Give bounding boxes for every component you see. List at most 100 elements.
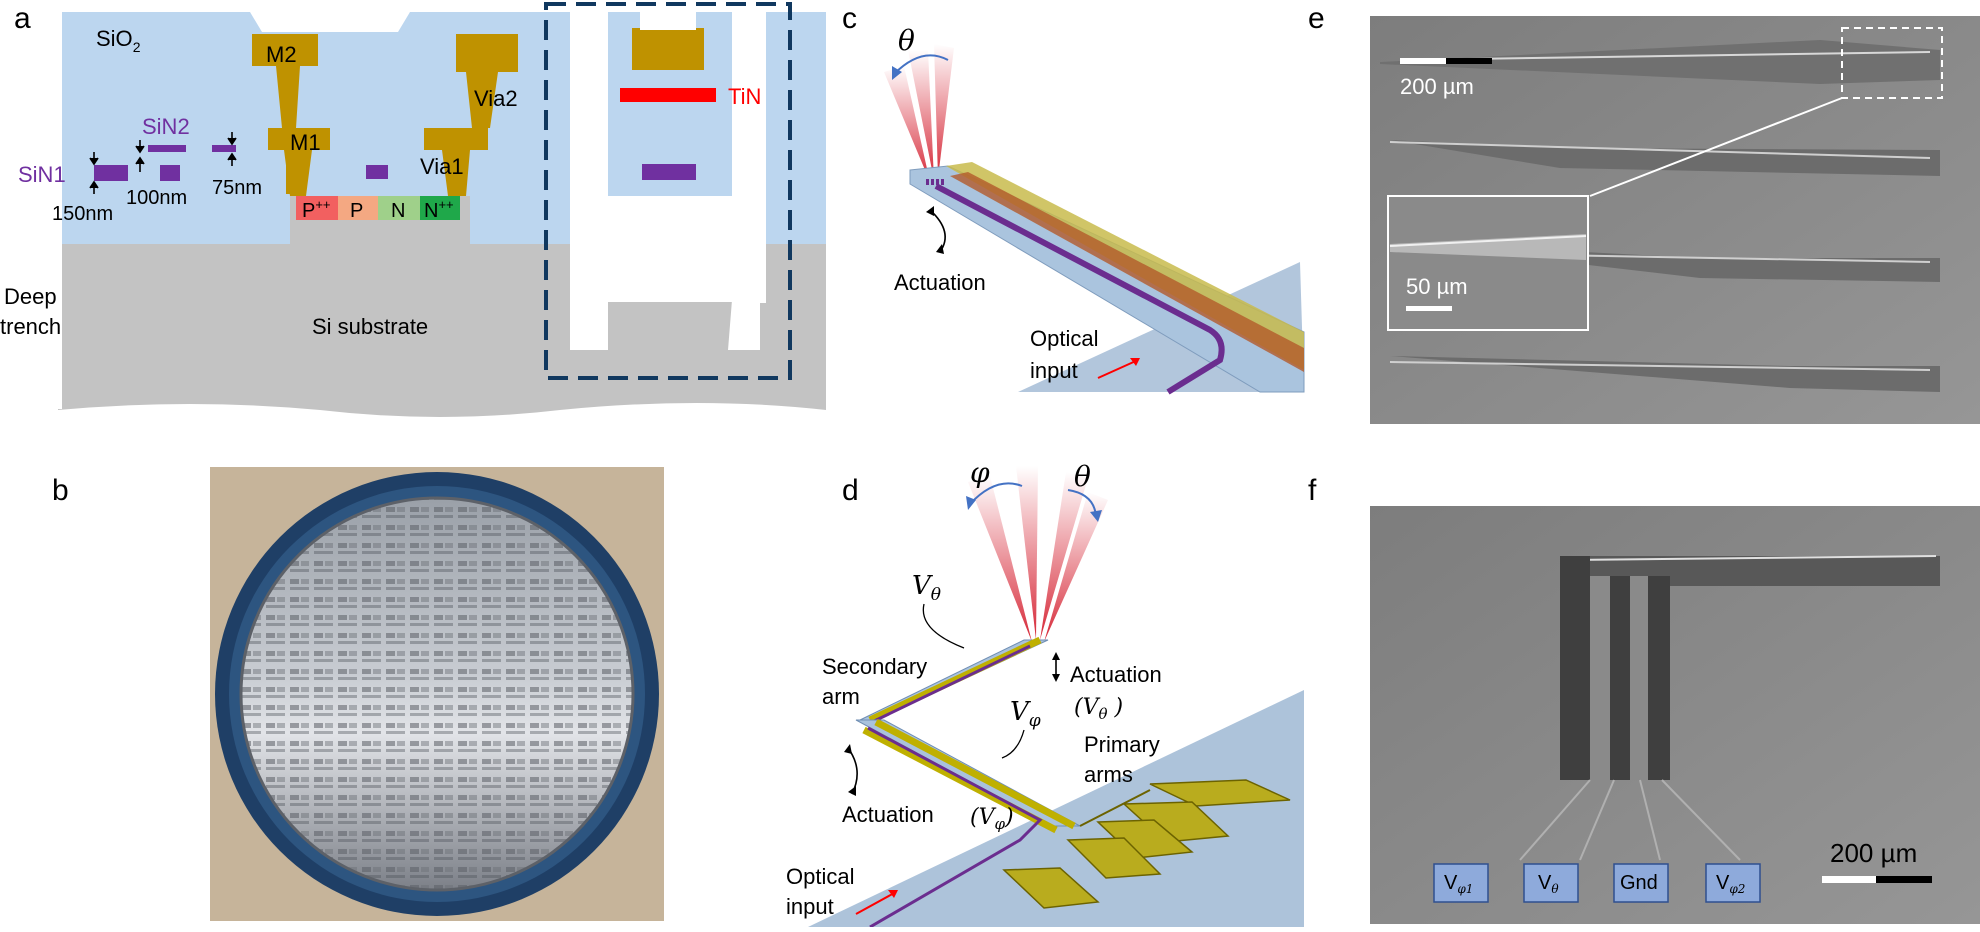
trench-box-sin bbox=[642, 164, 696, 180]
v-phi-leader bbox=[1001, 729, 1025, 759]
v-theta-label: Vθ bbox=[912, 571, 941, 605]
substrate-label: Si substrate bbox=[312, 314, 428, 339]
metal-m2-stack bbox=[252, 34, 318, 194]
actuation-bottom-param: (Vφ) bbox=[970, 805, 1014, 833]
p-plus-plus-label: P++ bbox=[302, 197, 331, 222]
sin1-label: SiN1 bbox=[18, 162, 66, 187]
svg-text:Gnd: Gnd bbox=[1620, 872, 1658, 894]
v-theta-leader bbox=[922, 603, 965, 649]
input-label-c: input bbox=[1030, 358, 1078, 383]
metal-via2-stack bbox=[456, 34, 518, 128]
scale-label-inset: 50 µm bbox=[1406, 274, 1468, 299]
wafer-dies bbox=[241, 498, 633, 890]
p-label: P bbox=[350, 200, 363, 222]
panel-c: c θ Actuation Optical input bbox=[842, 2, 1305, 395]
dim-150nm: 150nm bbox=[52, 203, 113, 225]
scale-bar-f-black bbox=[1876, 876, 1932, 883]
sin1-waveguide bbox=[94, 165, 128, 181]
scale-label-e: 200 µm bbox=[1400, 74, 1474, 99]
substrate-plane-d bbox=[808, 690, 1304, 927]
p-plus-plus-region bbox=[296, 196, 338, 220]
input-label-d: input bbox=[786, 894, 834, 919]
actuation-bottom-label: Actuation bbox=[842, 802, 934, 827]
sin2-waveguide-upper bbox=[148, 145, 186, 152]
trench-box-cavity bbox=[570, 12, 766, 352]
sem-inset-highlight bbox=[1389, 235, 1587, 247]
panel-letter-b: b bbox=[52, 474, 69, 507]
sin-waveguide-mid bbox=[366, 165, 388, 179]
pad-vtheta: Vθ bbox=[1523, 863, 1579, 903]
optical-label-d: Optical bbox=[786, 864, 854, 889]
sem-zoom-box-e bbox=[1841, 27, 1943, 99]
sem-inset-beam bbox=[1390, 234, 1586, 260]
actuation-label-c: Actuation bbox=[894, 270, 986, 295]
m2-label: M2 bbox=[266, 42, 297, 67]
pad-gnd: Gnd bbox=[1613, 863, 1669, 903]
dim-100nm: 100nm bbox=[126, 187, 187, 209]
phi-label: φ bbox=[970, 456, 990, 489]
svg-text:Vφ1: Vφ1 bbox=[1444, 872, 1473, 896]
panel-letter-e: e bbox=[1308, 2, 1325, 35]
panel-a: a TiN bbox=[0, 2, 826, 417]
dim-75nm: 75nm bbox=[212, 177, 262, 199]
arms-label: arms bbox=[1084, 762, 1133, 787]
sin2-waveguide-lower bbox=[160, 165, 180, 181]
cantilever-heater bbox=[950, 172, 1304, 372]
deep-label: Deep bbox=[4, 284, 57, 309]
scale-bar-e-black bbox=[1446, 58, 1492, 64]
dimension-arrows bbox=[89, 132, 237, 194]
trench-box-void bbox=[608, 196, 732, 302]
panel-d: d φ θ Vθ bbox=[786, 456, 1304, 929]
primary-arm-metal-1 bbox=[874, 718, 1076, 830]
n-plus-plus-region bbox=[420, 196, 460, 220]
trench-box-metal bbox=[632, 28, 704, 70]
sin2-label: SiN2 bbox=[142, 114, 190, 139]
primary-label: Primary bbox=[1084, 732, 1160, 757]
panel-e: e 200 µm 50 µm bbox=[1308, 2, 1980, 424]
primary-arm-waveguide bbox=[867, 726, 1043, 929]
waveguide-c bbox=[934, 183, 1225, 395]
panel-letter-a: a bbox=[14, 2, 31, 35]
sin-waveguide-75 bbox=[212, 145, 236, 152]
n-label: N bbox=[391, 200, 405, 222]
p-region bbox=[338, 196, 378, 220]
tin-heater bbox=[620, 88, 716, 102]
sem-zoom-line-e bbox=[1589, 97, 1843, 197]
scale-label-f: 200 µm bbox=[1830, 838, 1917, 868]
panel-letter-f: f bbox=[1308, 474, 1317, 507]
pad-vphi2: Vφ2 bbox=[1705, 863, 1761, 903]
trench-box-metal-top bbox=[640, 12, 696, 30]
via1-label: Via1 bbox=[420, 154, 464, 179]
actuation-top-param: (Vθ ) bbox=[1074, 695, 1123, 723]
svg-text:Vφ2: Vφ2 bbox=[1716, 872, 1745, 896]
bond-pads-d bbox=[1002, 779, 1291, 909]
theta-label-c: θ bbox=[898, 24, 915, 57]
sem-device-f bbox=[1519, 555, 1940, 861]
trench-detail-box bbox=[544, 2, 792, 380]
trench-box-floor bbox=[570, 302, 766, 352]
via2-label: Via2 bbox=[474, 86, 518, 111]
emission-rays-d bbox=[968, 466, 1108, 642]
optical-label-c: Optical bbox=[1030, 326, 1098, 351]
primary-arm-metal-2 bbox=[862, 726, 1058, 834]
emission-rays-c bbox=[884, 44, 954, 182]
tin-label: TiN bbox=[728, 84, 761, 109]
v-phi-label: Vφ bbox=[1010, 697, 1041, 731]
pad-vphi1: Vφ1 bbox=[1433, 863, 1489, 903]
metal-via1-stack bbox=[424, 128, 488, 196]
panel-b: b bbox=[52, 467, 664, 921]
actuation-top-label: Actuation bbox=[1070, 662, 1162, 687]
wafer-edge bbox=[239, 496, 635, 892]
theta-arrow-c bbox=[893, 54, 949, 75]
secondary-arm-waveguide bbox=[867, 644, 1031, 726]
panel-f: f Vφ1 Vθ Gnd bbox=[1308, 474, 1980, 924]
deep-trench-left bbox=[44, 244, 62, 409]
trench-label: trench bbox=[0, 314, 61, 339]
svg-text:Vθ: Vθ bbox=[1538, 872, 1559, 896]
actuation-arrow-c bbox=[929, 209, 946, 253]
theta-label-d: θ bbox=[1074, 460, 1091, 493]
n-plus-plus-label: N++ bbox=[424, 197, 454, 222]
input-arrow-c bbox=[1097, 359, 1139, 379]
scale-bar-inset bbox=[1406, 306, 1452, 311]
